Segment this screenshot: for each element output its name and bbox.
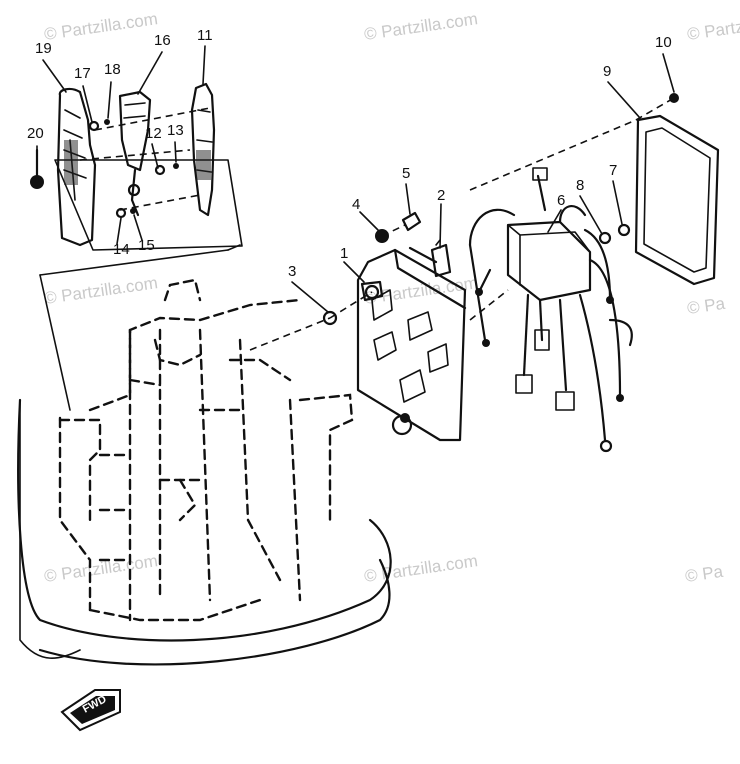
callout-19: 19 — [35, 40, 52, 57]
watermark-text: © Pa — [684, 562, 725, 586]
callout-leaders — [36, 45, 675, 313]
lower-cowling — [17, 398, 392, 666]
watermark-text: © Partzilla.com — [686, 9, 740, 44]
callout-7: 7 — [609, 162, 617, 179]
coil-left-19 — [56, 87, 97, 247]
callout-9: 9 — [603, 63, 611, 80]
callout-13: 13 — [167, 122, 184, 139]
callout-4: 4 — [352, 196, 360, 213]
cover-gasket-9 — [634, 114, 720, 286]
callout-14: 14 — [113, 241, 130, 258]
watermark-text: © Partzilla.com — [43, 273, 159, 308]
callout-17: 17 — [74, 65, 91, 82]
watermark-text: © Partzilla.com — [43, 9, 159, 44]
coil-right-11 — [190, 82, 216, 217]
inset-leader-lines — [39, 244, 241, 411]
callout-8: 8 — [576, 177, 584, 194]
mounting-plate-1 — [356, 248, 467, 442]
watermark-text: © Partzilla.com — [363, 9, 479, 44]
callout-15: 15 — [138, 237, 155, 254]
callout-20: 20 — [27, 125, 44, 142]
watermark-text: © Pa — [686, 294, 727, 318]
cdi-unit-6 — [468, 167, 633, 453]
callout-11: 11 — [197, 27, 213, 44]
fwd-arrow-badge: FWD — [60, 689, 121, 732]
callout-2: 2 — [437, 187, 445, 204]
callout-3: 3 — [288, 263, 296, 280]
callout-1: 1 — [340, 245, 348, 262]
inset-frame — [54, 159, 243, 251]
callout-10: 10 — [655, 34, 672, 51]
callout-18: 18 — [104, 61, 121, 78]
assembly-guides — [249, 97, 675, 351]
watermark-text: © Partzilla.com — [363, 551, 479, 586]
callout-6: 6 — [557, 192, 565, 209]
inset-dash-guides — [79, 107, 211, 211]
callout-5: 5 — [402, 165, 410, 182]
callout-16: 16 — [154, 32, 171, 49]
callout-12: 12 — [145, 125, 162, 142]
coil-middle-16 — [118, 90, 152, 217]
engine-block-outline — [58, 278, 354, 622]
watermark-text: © Partzilla.com — [43, 551, 159, 586]
